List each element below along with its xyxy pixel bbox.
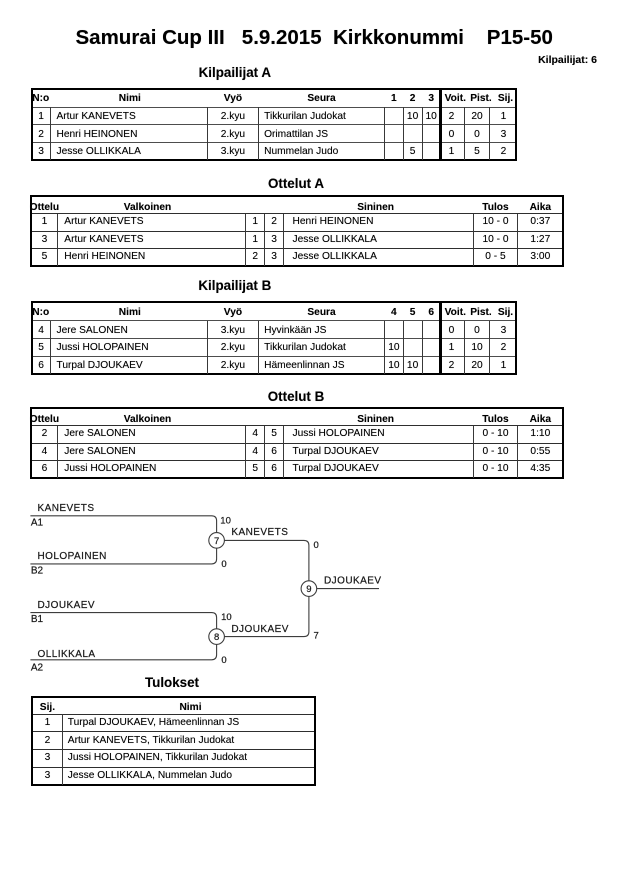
svg-text:A2: A2 bbox=[31, 662, 44, 673]
svg-text:10: 10 bbox=[221, 612, 232, 623]
svg-text:0: 0 bbox=[314, 540, 319, 551]
svg-text:KANEVETS: KANEVETS bbox=[38, 503, 95, 514]
svg-text:B2: B2 bbox=[31, 566, 44, 577]
svg-text:9: 9 bbox=[306, 584, 311, 595]
svg-text:7: 7 bbox=[214, 536, 219, 547]
svg-text:0: 0 bbox=[221, 559, 226, 570]
svg-text:0: 0 bbox=[221, 655, 226, 666]
svg-text:8: 8 bbox=[214, 632, 219, 643]
svg-text:B1: B1 bbox=[31, 614, 44, 625]
svg-text:10: 10 bbox=[220, 515, 231, 526]
svg-text:OLLIKKALA: OLLIKKALA bbox=[38, 649, 96, 660]
svg-text:DJOUKAEV: DJOUKAEV bbox=[231, 624, 289, 635]
svg-text:HOLOPAINEN: HOLOPAINEN bbox=[38, 551, 107, 562]
svg-text:DJOUKAEV: DJOUKAEV bbox=[324, 576, 382, 587]
svg-text:KANEVETS: KANEVETS bbox=[231, 527, 288, 538]
svg-text:A1: A1 bbox=[31, 517, 44, 528]
svg-text:7: 7 bbox=[314, 631, 319, 642]
svg-text:DJOUKAEV: DJOUKAEV bbox=[38, 600, 96, 611]
